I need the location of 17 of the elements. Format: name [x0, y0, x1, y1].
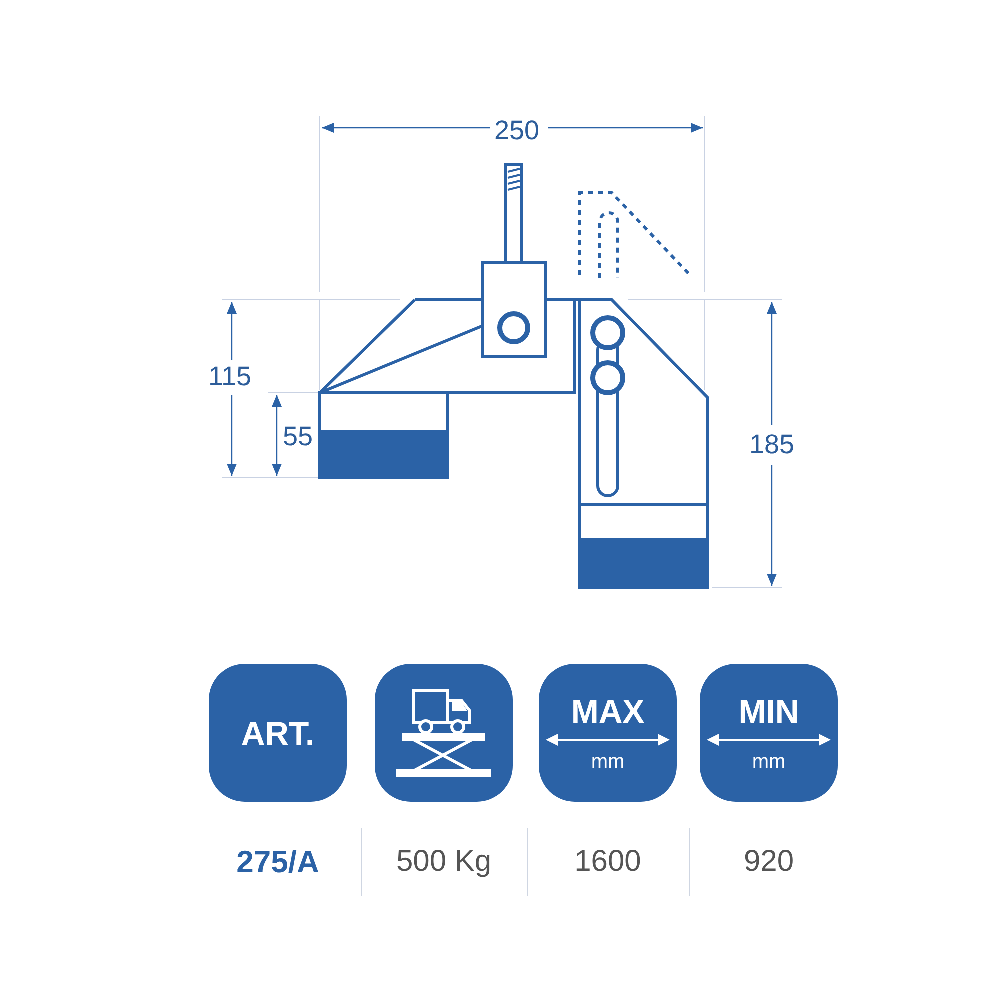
dimension-label: 250: [494, 118, 540, 144]
spec-tile: [209, 664, 347, 802]
tile-heading: MIN: [738, 694, 800, 728]
spec-tile: [539, 664, 677, 802]
unit-text: mm: [591, 752, 625, 772]
spec-value: 920: [744, 847, 794, 877]
dimension-label: 55: [282, 424, 314, 450]
dimension-label: 185: [749, 432, 795, 458]
spec-value: 500 Kg: [396, 847, 492, 877]
article-number: 275/A: [236, 846, 320, 878]
spec-tile: [700, 664, 838, 802]
tile-heading: MAX: [571, 694, 645, 728]
unit-text: mm: [752, 752, 786, 772]
spec-value: 1600: [574, 847, 642, 877]
dimension-label: 115: [208, 364, 252, 390]
tile-heading: ART.: [241, 716, 315, 750]
spec-tile: [375, 664, 513, 802]
